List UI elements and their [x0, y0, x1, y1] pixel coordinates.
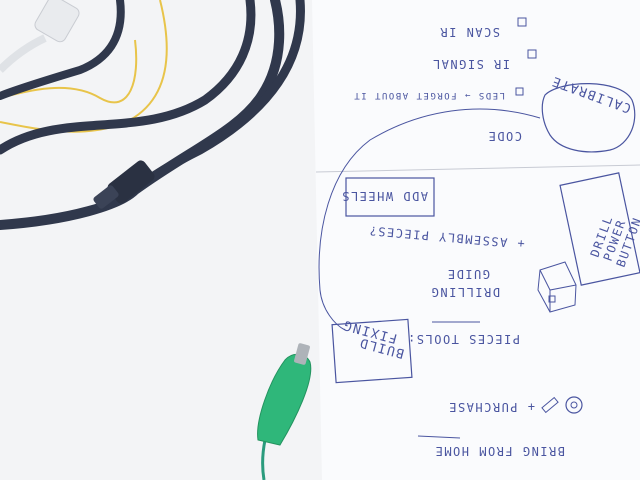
dark-cable-second: [135, 0, 305, 190]
checkbox-ir-signal: [527, 49, 537, 59]
clip-wire: [261, 439, 267, 480]
usb-c-connector: [107, 160, 155, 204]
drill-guide-cube: [537, 261, 577, 313]
note-scan-ir: SCAN IR: [439, 25, 500, 39]
paper-fold-line: [315, 164, 640, 173]
bolt-drawing: [541, 396, 559, 414]
note-bring-from-home: BRING FROM HOME: [434, 444, 565, 458]
drill-power-button-box: [559, 172, 640, 286]
underline-bring: [417, 435, 461, 439]
note-pieces-tools: PIECES TOOLS:: [407, 332, 520, 346]
yellow-wire-loop: [0, 39, 138, 104]
clip-metal-jaw: [294, 343, 310, 365]
note-drilling: DRILLING: [430, 285, 500, 299]
nut-hole: [570, 401, 578, 409]
paper-sheet: [312, 0, 640, 480]
note-ir-signal: IR SIGNAL: [431, 57, 510, 71]
checkbox-leds: [515, 87, 524, 96]
drill-guide-hole: [548, 295, 556, 303]
build-fixing-box: [331, 318, 413, 384]
white-cable: [0, 34, 47, 73]
calibrate-box: [541, 83, 636, 153]
note-guide: GUIDE: [446, 267, 490, 281]
usb-c-plug-tip: [93, 185, 119, 209]
note-leds-forget: LEDS → FORGET ABOUT IT: [353, 90, 505, 100]
handwritten-notes: SCAN IR IR SIGNAL LEDS → FORGET ABOUT IT…: [318, 17, 640, 458]
checkbox-scan-ir: [517, 17, 527, 27]
white-usb-connector: [34, 0, 80, 43]
note-purchase: + PURCHASE: [448, 400, 535, 414]
dark-cable-third: [0, 0, 256, 155]
add-wheels-box: [345, 177, 435, 217]
loop-arrow: [318, 108, 541, 331]
dark-cable-fourth: [0, 0, 125, 100]
note-add-wheels: ADD WHEELS: [341, 189, 428, 203]
nut-drawing: [565, 396, 583, 414]
note-code: CODE: [487, 129, 522, 143]
